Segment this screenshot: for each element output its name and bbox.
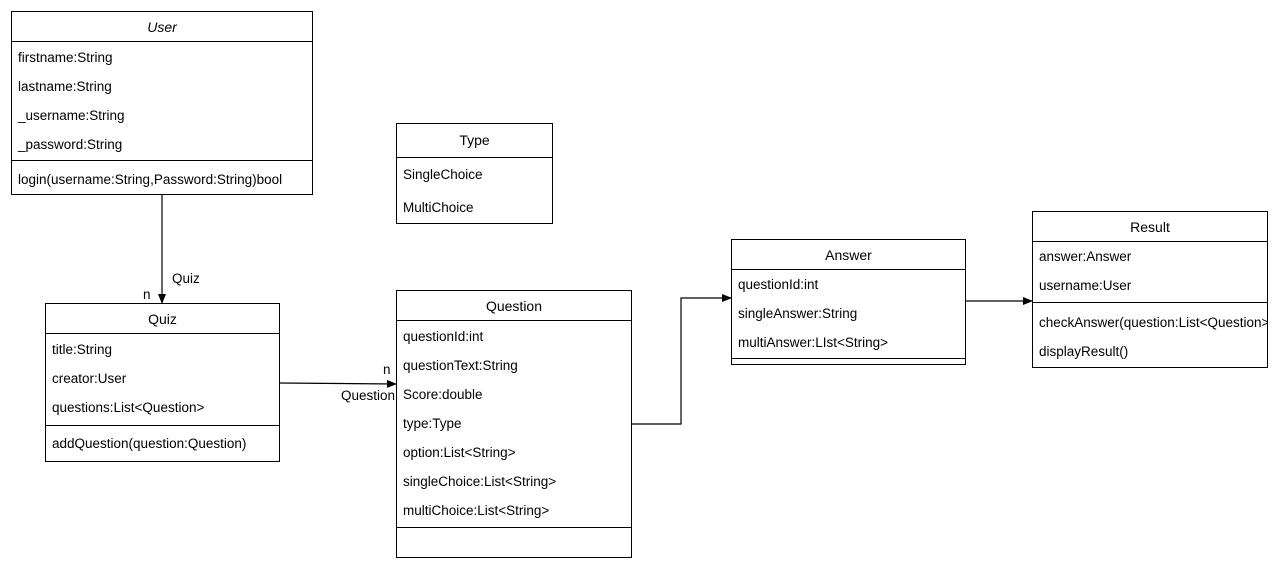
class-result[interactable]: Result answer:Answer username:User check… — [1032, 211, 1268, 368]
attribute: _username:String — [18, 108, 125, 123]
class-question[interactable]: Question questionId:int questionText:Str… — [396, 290, 632, 558]
method: addQuestion(question:Question) — [52, 436, 247, 451]
edge-user-quiz-multiplicity: n — [143, 287, 151, 302]
class-type[interactable]: Type SingleChoice MultiChoice — [396, 123, 553, 224]
method: checkAnswer(question:List<Question> — [1039, 315, 1267, 330]
attribute: multiAnswer:LIst<String> — [738, 335, 889, 350]
class-answer-name: Answer — [732, 240, 965, 270]
attribute: firstname:String — [18, 50, 113, 65]
class-user[interactable]: User firstname:String lastname:String _u… — [11, 11, 313, 195]
class-user-attributes: firstname:String lastname:String _userna… — [12, 42, 312, 161]
class-answer[interactable]: Answer questionId:int singleAnswer:Strin… — [731, 239, 966, 365]
attribute: questionText:String — [403, 358, 518, 373]
attribute: questions:List<Question> — [52, 400, 205, 415]
attribute: username:User — [1039, 278, 1132, 293]
class-result-methods: checkAnswer(question:List<Question> disp… — [1033, 303, 1267, 366]
attribute: creator:User — [52, 371, 127, 386]
edge-question-answer[interactable] — [632, 294, 732, 425]
class-quiz-methods: addQuestion(question:Question) — [46, 426, 279, 458]
class-quiz[interactable]: Quiz title:String creator:User questions… — [45, 303, 280, 462]
class-quiz-attributes: title:String creator:User questions:List… — [46, 334, 279, 426]
class-answer-attributes: questionId:int singleAnswer:String multi… — [732, 270, 965, 359]
class-result-attributes: answer:Answer username:User — [1033, 242, 1267, 303]
attribute: questionId:int — [403, 329, 484, 344]
attribute: multiChoice:List<String> — [403, 503, 550, 518]
attribute: lastname:String — [18, 79, 112, 94]
enum-literal: MultiChoice — [403, 200, 474, 215]
edge-user-quiz-label: Quiz — [172, 271, 200, 286]
method: login(username:String,Password:String)bo… — [18, 172, 283, 187]
attribute: type:Type — [403, 416, 462, 431]
attribute: Score:double — [403, 387, 483, 402]
enum-literal: SingleChoice — [403, 167, 483, 182]
attribute: _password:String — [18, 137, 123, 152]
attribute: option:List<String> — [403, 445, 516, 460]
edge-quiz-question[interactable] — [279, 379, 397, 388]
class-type-literals: SingleChoice MultiChoice — [397, 158, 552, 226]
edge-quiz-question-label: Question — [341, 388, 396, 403]
attribute: singleChoice:List<String> — [403, 474, 557, 489]
class-question-name: Question — [397, 291, 631, 321]
class-quiz-name: Quiz — [46, 304, 279, 334]
class-user-name: User — [12, 12, 312, 42]
class-result-name: Result — [1033, 212, 1267, 242]
attribute: singleAnswer:String — [738, 306, 858, 321]
attribute: answer:Answer — [1039, 249, 1132, 264]
attribute: questionId:int — [738, 277, 819, 292]
method: displayResult() — [1039, 344, 1129, 359]
attribute: title:String — [52, 342, 113, 357]
class-user-methods: login(username:String,Password:String)bo… — [12, 161, 312, 194]
class-question-attributes: questionId:int questionText:String Score… — [397, 321, 631, 528]
edge-quiz-question-multiplicity: n — [383, 362, 391, 377]
class-type-name: Type — [397, 124, 552, 158]
